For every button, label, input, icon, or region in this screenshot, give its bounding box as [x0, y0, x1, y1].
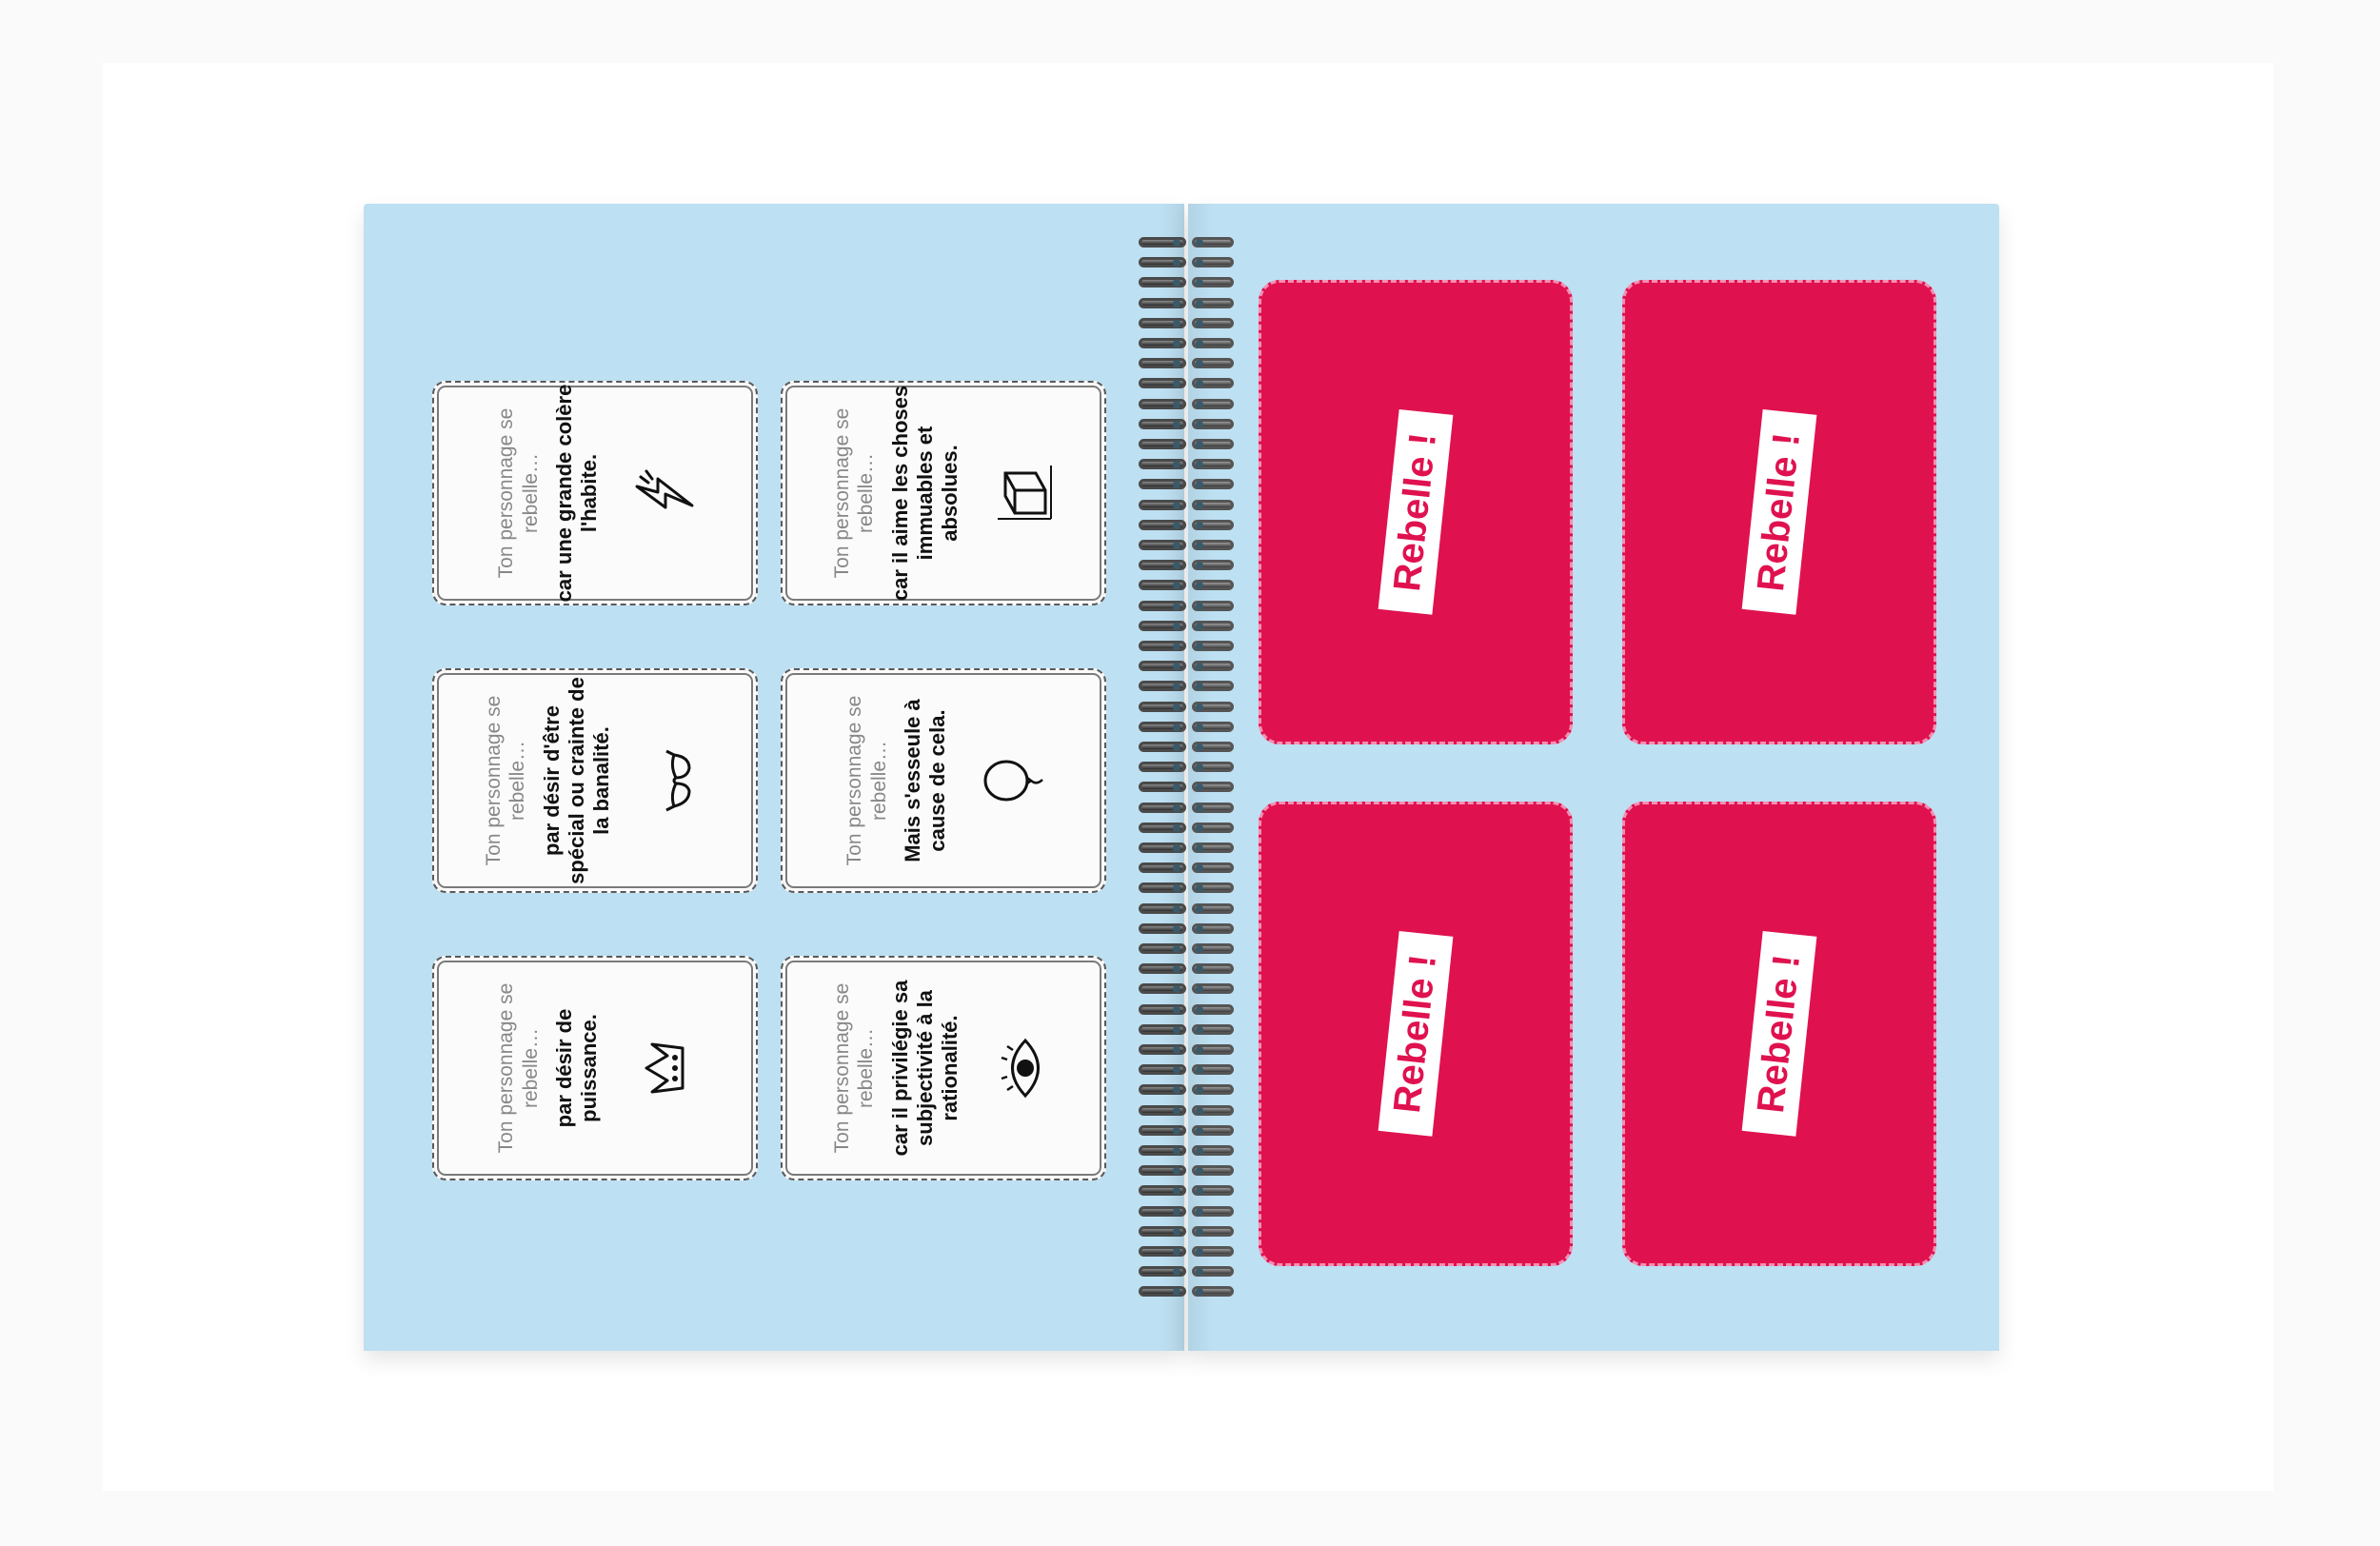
spiral-coil [1139, 557, 1238, 574]
card-lead: Ton personnage se rebelle… [843, 695, 890, 866]
spiral-coil [1139, 1203, 1238, 1220]
spiral-coil [1139, 1162, 1238, 1179]
spiral-coil [1139, 1122, 1238, 1140]
left-page: Ton personnage se rebelle… car une grand… [364, 204, 1184, 1351]
spiral-coil [1139, 638, 1238, 655]
spiral-coil [1139, 658, 1238, 675]
card-text: Mais s'esseule à cause de cela. [900, 699, 950, 862]
spiral-binding [1139, 234, 1238, 1302]
spiral-coil [1139, 315, 1238, 332]
lightning-icon [633, 462, 696, 525]
spiral-coil [1139, 254, 1238, 271]
spiral-coil [1139, 1102, 1238, 1120]
spiral-coil [1139, 719, 1238, 736]
spiral-coil [1139, 416, 1238, 433]
rebelle-card: Rebelle ! [1622, 802, 1936, 1266]
lonely-card: Ton personnage se rebelle… Mais s'esseul… [781, 668, 1106, 893]
spiral-coil [1139, 355, 1238, 372]
spiral-coil [1139, 476, 1238, 493]
spiral-coil [1139, 1142, 1238, 1160]
spiral-coil [1139, 739, 1238, 756]
spiral-coil [1139, 941, 1238, 958]
card-lead: Ton personnage se rebelle… [831, 982, 878, 1154]
spiral-coil [1139, 678, 1238, 695]
spiral-coil [1139, 598, 1238, 615]
card-lead: Ton personnage se rebelle… [495, 407, 542, 579]
spiral-coil [1139, 497, 1238, 514]
card-lead: Ton personnage se rebelle… [495, 982, 542, 1154]
spiral-coil [1139, 1283, 1238, 1300]
spiral-coil [1139, 1001, 1238, 1019]
subjectivity-card: Ton personnage se rebelle… car il privil… [781, 956, 1106, 1180]
special-card: Ton personnage se rebelle… par désir d'ê… [432, 668, 758, 893]
spiral-coil [1139, 961, 1238, 978]
immutable-card: Ton personnage se rebelle… car il aime l… [781, 381, 1106, 605]
spiral-coil [1139, 335, 1238, 352]
card-text: par désir de puissance. [551, 1008, 602, 1128]
spiral-coil [1139, 1021, 1238, 1039]
spiral-coil [1139, 456, 1238, 473]
spiral-coil [1139, 1081, 1238, 1099]
rebelle-label: Rebelle ! [1378, 931, 1454, 1137]
spiral-coil [1139, 921, 1238, 938]
power-card: Ton personnage se rebelle… par désir de … [432, 956, 758, 1180]
spiral-coil [1139, 436, 1238, 453]
spiral-coil [1139, 274, 1238, 291]
right-page: Rebelle ! Rebelle ! Rebelle ! Rebelle ! [1188, 204, 1999, 1351]
card-text: car il aime les choses immuables et abso… [887, 385, 962, 602]
gutter-shadow [1160, 204, 1184, 1351]
spiral-coil [1139, 880, 1238, 897]
rebelle-card: Rebelle ! [1622, 280, 1936, 744]
spiral-coil [1139, 779, 1238, 796]
rebelle-card: Rebelle ! [1259, 802, 1573, 1266]
spiral-coil [1139, 840, 1238, 857]
glasses-icon [645, 749, 708, 812]
spiral-coil [1139, 1223, 1238, 1240]
eye-icon [994, 1037, 1057, 1100]
crown-icon [633, 1037, 696, 1100]
spiral-coil [1139, 618, 1238, 635]
gutter-shadow [1188, 204, 1213, 1351]
spiral-coil [1139, 537, 1238, 554]
anger-card: Ton personnage se rebelle… car une grand… [432, 381, 758, 605]
spiral-coil [1139, 800, 1238, 817]
cube-axes-icon [994, 462, 1057, 525]
card-text: par désir d'être spécial ou crainte de l… [539, 677, 614, 884]
spiral-coil [1139, 981, 1238, 998]
spiral-coil [1139, 375, 1238, 392]
spiral-coil [1139, 295, 1238, 312]
spiral-coil [1139, 1182, 1238, 1199]
spiral-coil [1139, 1243, 1238, 1260]
card-text: car une grande colère l'habite. [551, 384, 602, 603]
spiral-coil [1139, 234, 1238, 251]
spiral-coil [1139, 759, 1238, 776]
rebelle-label: Rebelle ! [1741, 409, 1817, 615]
card-text: car il privilégie sa subjectivité à la r… [887, 980, 962, 1157]
rebelle-label: Rebelle ! [1378, 409, 1454, 615]
rebelle-label: Rebelle ! [1741, 931, 1817, 1137]
spiral-coil [1139, 901, 1238, 918]
spiral-coil [1139, 517, 1238, 534]
rebelle-card: Rebelle ! [1259, 280, 1573, 744]
spiral-coil [1139, 860, 1238, 877]
card-lead: Ton personnage se rebelle… [831, 407, 878, 579]
spiral-coil [1139, 1263, 1238, 1280]
balloon-icon [982, 749, 1044, 812]
spiral-coil [1139, 1041, 1238, 1059]
spiral-coil [1139, 396, 1238, 413]
spiral-coil [1139, 1061, 1238, 1079]
spiral-coil [1139, 820, 1238, 837]
spiral-coil [1139, 577, 1238, 594]
spiral-coil [1139, 699, 1238, 716]
card-lead: Ton personnage se rebelle… [483, 695, 529, 866]
